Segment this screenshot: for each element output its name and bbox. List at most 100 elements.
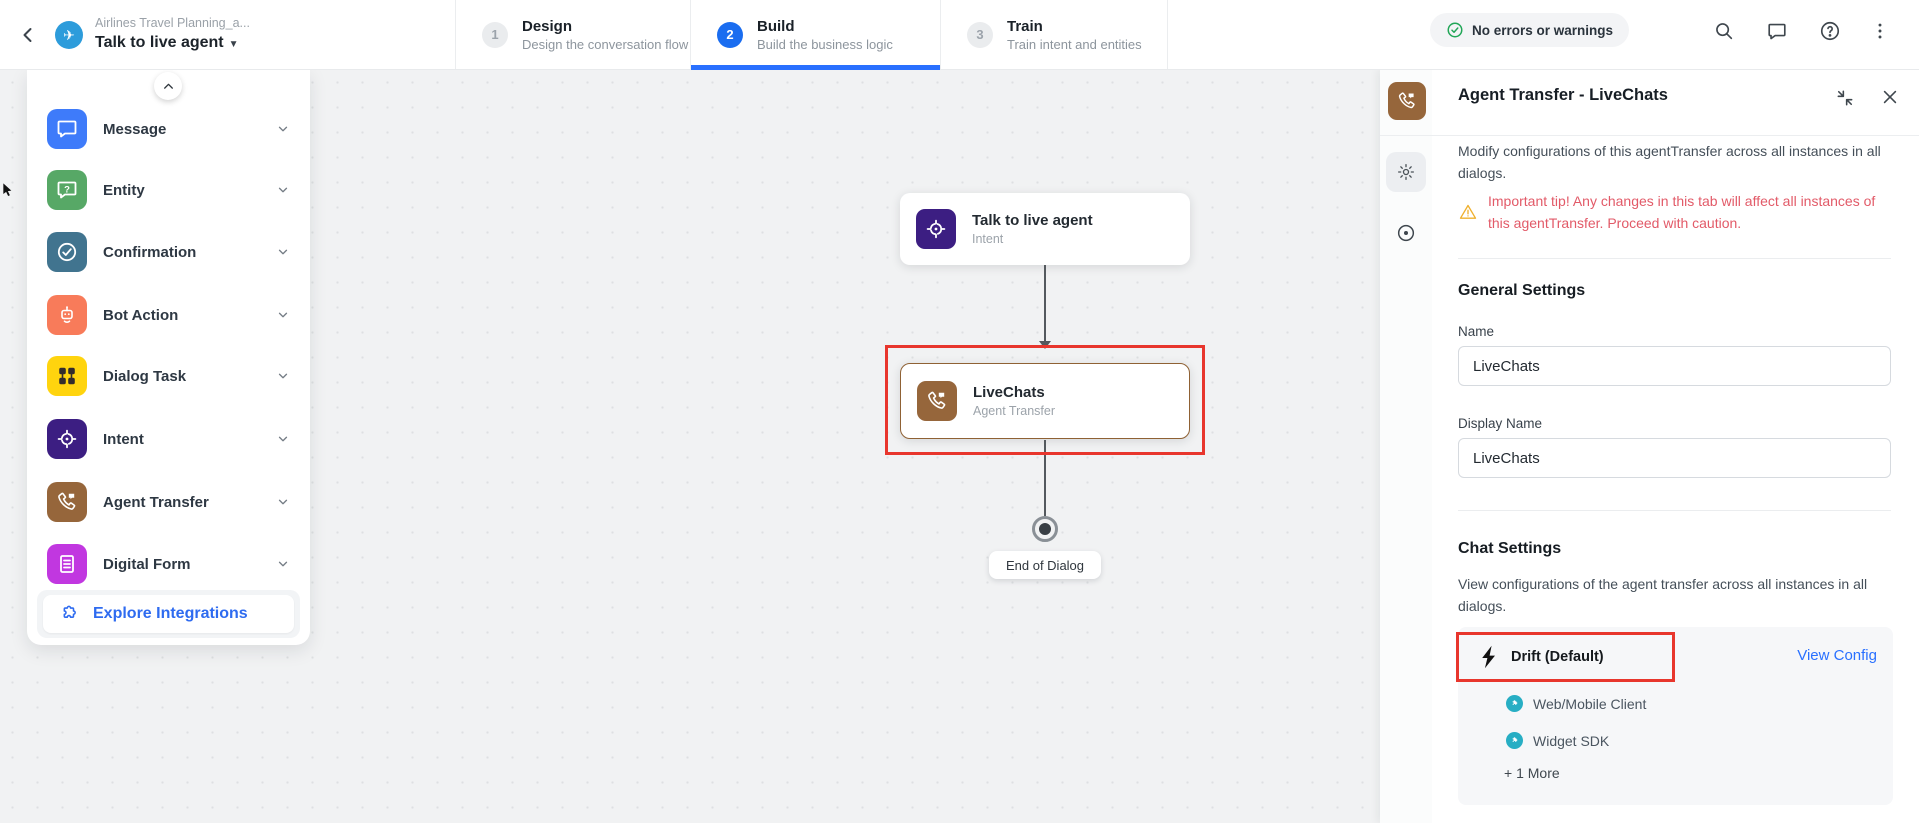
palette-item-label: Agent Transfer — [103, 493, 209, 511]
name-label: Name — [1458, 324, 1495, 339]
edge-arrowhead — [1039, 341, 1051, 349]
chevron-down-icon[interactable] — [276, 557, 290, 571]
warning-triangle-icon — [1458, 202, 1478, 222]
collapse-palette-button[interactable] — [154, 72, 182, 100]
tab-build[interactable]: 2 Build Build the business logic — [690, 0, 940, 70]
dialog-task-icon — [47, 356, 87, 396]
node-subtitle: Intent — [972, 231, 1004, 246]
step-label: Train — [1007, 17, 1043, 35]
intent-icon — [47, 419, 87, 459]
agent-transfer-icon — [47, 482, 87, 522]
drift-lightning-icon — [1480, 645, 1497, 669]
back-icon[interactable] — [16, 23, 40, 47]
channel-row: Web/Mobile Client — [1506, 695, 1646, 712]
end-of-dialog-node[interactable] — [1032, 516, 1058, 542]
gear-icon — [1398, 164, 1414, 180]
divider — [1458, 510, 1891, 511]
palette-item-label: Entity — [103, 181, 145, 199]
step-number: 1 — [482, 21, 508, 48]
tab-settings[interactable] — [1386, 152, 1426, 192]
divider — [1380, 135, 1919, 136]
channel-puzzle-icon — [1506, 695, 1523, 712]
palette-item-dialog-task[interactable]: Dialog Task — [27, 354, 310, 398]
node-palette: Message ? Entity Confirmation — [27, 70, 310, 645]
chevron-down-icon[interactable] — [276, 369, 290, 383]
chat-settings-heading: Chat Settings — [1458, 540, 1562, 557]
edge-connector — [1044, 440, 1046, 516]
palette-item-message[interactable]: Message — [27, 107, 310, 151]
chat-provider-card: Drift (Default) View Config Web/Mobile C… — [1456, 627, 1893, 805]
chevron-down-icon: ▼ — [228, 39, 239, 50]
palette-item-label: Digital Form — [103, 555, 191, 573]
name-input[interactable] — [1458, 346, 1891, 386]
confirmation-icon — [47, 232, 87, 272]
palette-item-label: Bot Action — [103, 306, 179, 324]
edge-connector — [1044, 265, 1046, 341]
entity-icon: ? — [47, 170, 87, 210]
chevron-down-icon[interactable] — [276, 183, 290, 197]
agent-transfer-icon — [917, 381, 957, 421]
step-label: Design — [522, 17, 573, 35]
panel-rail — [1380, 70, 1432, 823]
chevron-down-icon[interactable] — [276, 122, 290, 136]
chat-settings-description: View configurations of the agent transfe… — [1458, 576, 1868, 614]
display-name-input[interactable] — [1458, 438, 1891, 478]
palette-item-bot-action[interactable]: Bot Action — [27, 293, 310, 337]
node-livechats[interactable]: LiveChats Agent Transfer — [900, 363, 1190, 439]
divider — [1458, 258, 1891, 259]
close-icon[interactable] — [1880, 87, 1900, 107]
agent-transfer-properties-panel: Agent Transfer - LiveChats Modify config… — [1380, 70, 1919, 823]
provider-label: Drift (Default) — [1511, 649, 1604, 665]
chevron-down-icon[interactable] — [276, 308, 290, 322]
palette-item-digital-form[interactable]: Digital Form — [27, 542, 310, 586]
tab-connections[interactable] — [1395, 222, 1417, 244]
chevron-down-icon[interactable] — [276, 432, 290, 446]
palette-item-label: Dialog Task — [103, 367, 187, 385]
channel-label: Web/Mobile Client — [1533, 695, 1647, 712]
palette-item-agent-transfer[interactable]: Agent Transfer — [27, 480, 310, 524]
end-of-dialog-label: End of Dialog — [989, 551, 1101, 579]
digital-form-icon — [47, 544, 87, 584]
message-icon — [47, 109, 87, 149]
tab-train[interactable]: 3 Train Train intent and entities — [940, 0, 1168, 69]
chevron-up-icon — [163, 83, 173, 89]
top-bar: ✈ Airlines Travel Planning_a... Talk to … — [0, 0, 1919, 70]
flow-canvas[interactable]: Message ? Entity Confirmation — [0, 70, 1380, 823]
comment-icon[interactable] — [1766, 20, 1788, 42]
provider-row-drift[interactable]: Drift (Default) — [1458, 632, 1677, 682]
dialog-name-dropdown[interactable]: Talk to live agent▼ — [95, 34, 239, 51]
view-config-link[interactable]: View Config — [1797, 647, 1877, 664]
warning-banner: Important tip! Any changes in this tab w… — [1458, 191, 1891, 234]
panel-description: Modify configurations of this agentTrans… — [1458, 143, 1881, 181]
palette-item-entity[interactable]: ? Entity — [27, 168, 310, 212]
help-icon[interactable] — [1819, 20, 1841, 42]
tab-design[interactable]: 1 Design Design the conversation flow — [455, 0, 690, 69]
app-logo-airplane-icon: ✈ — [55, 21, 83, 49]
explore-integrations-container: Explore Integrations — [37, 590, 300, 638]
palette-item-intent[interactable]: Intent — [27, 417, 310, 461]
chevron-down-icon[interactable] — [276, 495, 290, 509]
status-badge[interactable]: No errors or warnings — [1429, 13, 1629, 47]
display-name-label: Display Name — [1458, 416, 1543, 431]
contract-panel-icon[interactable] — [1835, 88, 1855, 108]
search-icon[interactable] — [1713, 20, 1735, 42]
more-channels-label[interactable]: + 1 More — [1504, 765, 1560, 781]
agent-transfer-icon — [1388, 82, 1426, 120]
explore-integrations-button[interactable]: Explore Integrations — [43, 595, 294, 633]
circle-dot-icon — [1397, 224, 1415, 242]
bot-action-icon — [47, 295, 87, 335]
warning-text: Important tip! Any changes in this tab w… — [1488, 193, 1876, 231]
channel-label: Widget SDK — [1533, 732, 1610, 749]
chevron-down-icon[interactable] — [276, 245, 290, 259]
general-settings-heading: General Settings — [1458, 282, 1586, 299]
palette-item-label: Confirmation — [103, 243, 197, 261]
channel-row: Widget SDK — [1506, 732, 1609, 749]
node-talk-to-live-agent[interactable]: Talk to live agent Intent — [900, 193, 1190, 265]
kebab-menu-icon[interactable] — [1869, 20, 1891, 42]
explore-integrations-label: Explore Integrations — [93, 605, 248, 622]
step-description: Train intent and entities — [1007, 36, 1142, 52]
step-number: 2 — [717, 21, 743, 48]
palette-item-label: Message — [103, 120, 167, 138]
palette-item-confirmation[interactable]: Confirmation — [27, 230, 310, 274]
